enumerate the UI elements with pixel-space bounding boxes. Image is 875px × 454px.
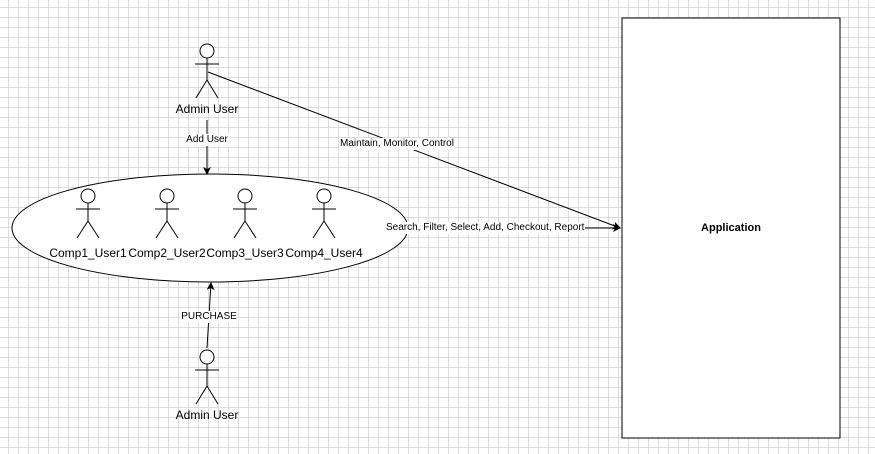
admin-user-bottom-actor-icon[interactable] bbox=[195, 349, 219, 405]
maintain-edge-label: Maintain, Monitor, Control bbox=[339, 138, 455, 150]
user-group-ellipse[interactable] bbox=[11, 173, 409, 283]
admin-user-bottom-label: Admin User bbox=[175, 408, 239, 422]
application-label: Application bbox=[701, 222, 761, 234]
comp1-user1-label: Comp1_User1 bbox=[49, 246, 127, 260]
comp3-user3-label: Comp3_User3 bbox=[206, 246, 284, 260]
maintain-edge[interactable] bbox=[207, 71, 621, 230]
comp2-user2-actor-icon[interactable] bbox=[155, 188, 179, 239]
comp3-user3-actor-icon[interactable] bbox=[233, 188, 257, 239]
comp4-user4-label: Comp4_User4 bbox=[285, 246, 363, 260]
comp4-user4-actor-icon[interactable] bbox=[312, 188, 336, 239]
admin-user-top-label: Admin User bbox=[175, 102, 239, 116]
admin-user-top-actor-icon[interactable] bbox=[195, 43, 219, 99]
add-user-edge-label: Add User bbox=[185, 134, 229, 146]
application-box[interactable] bbox=[621, 17, 841, 439]
purchase-edge-label: PURCHASE bbox=[180, 311, 238, 323]
comp2-user2-label: Comp2_User2 bbox=[128, 246, 206, 260]
comp1-user1-actor-icon[interactable] bbox=[76, 188, 100, 239]
operations-edge-label: Search, Filter, Select, Add, Checkout, R… bbox=[385, 222, 586, 234]
